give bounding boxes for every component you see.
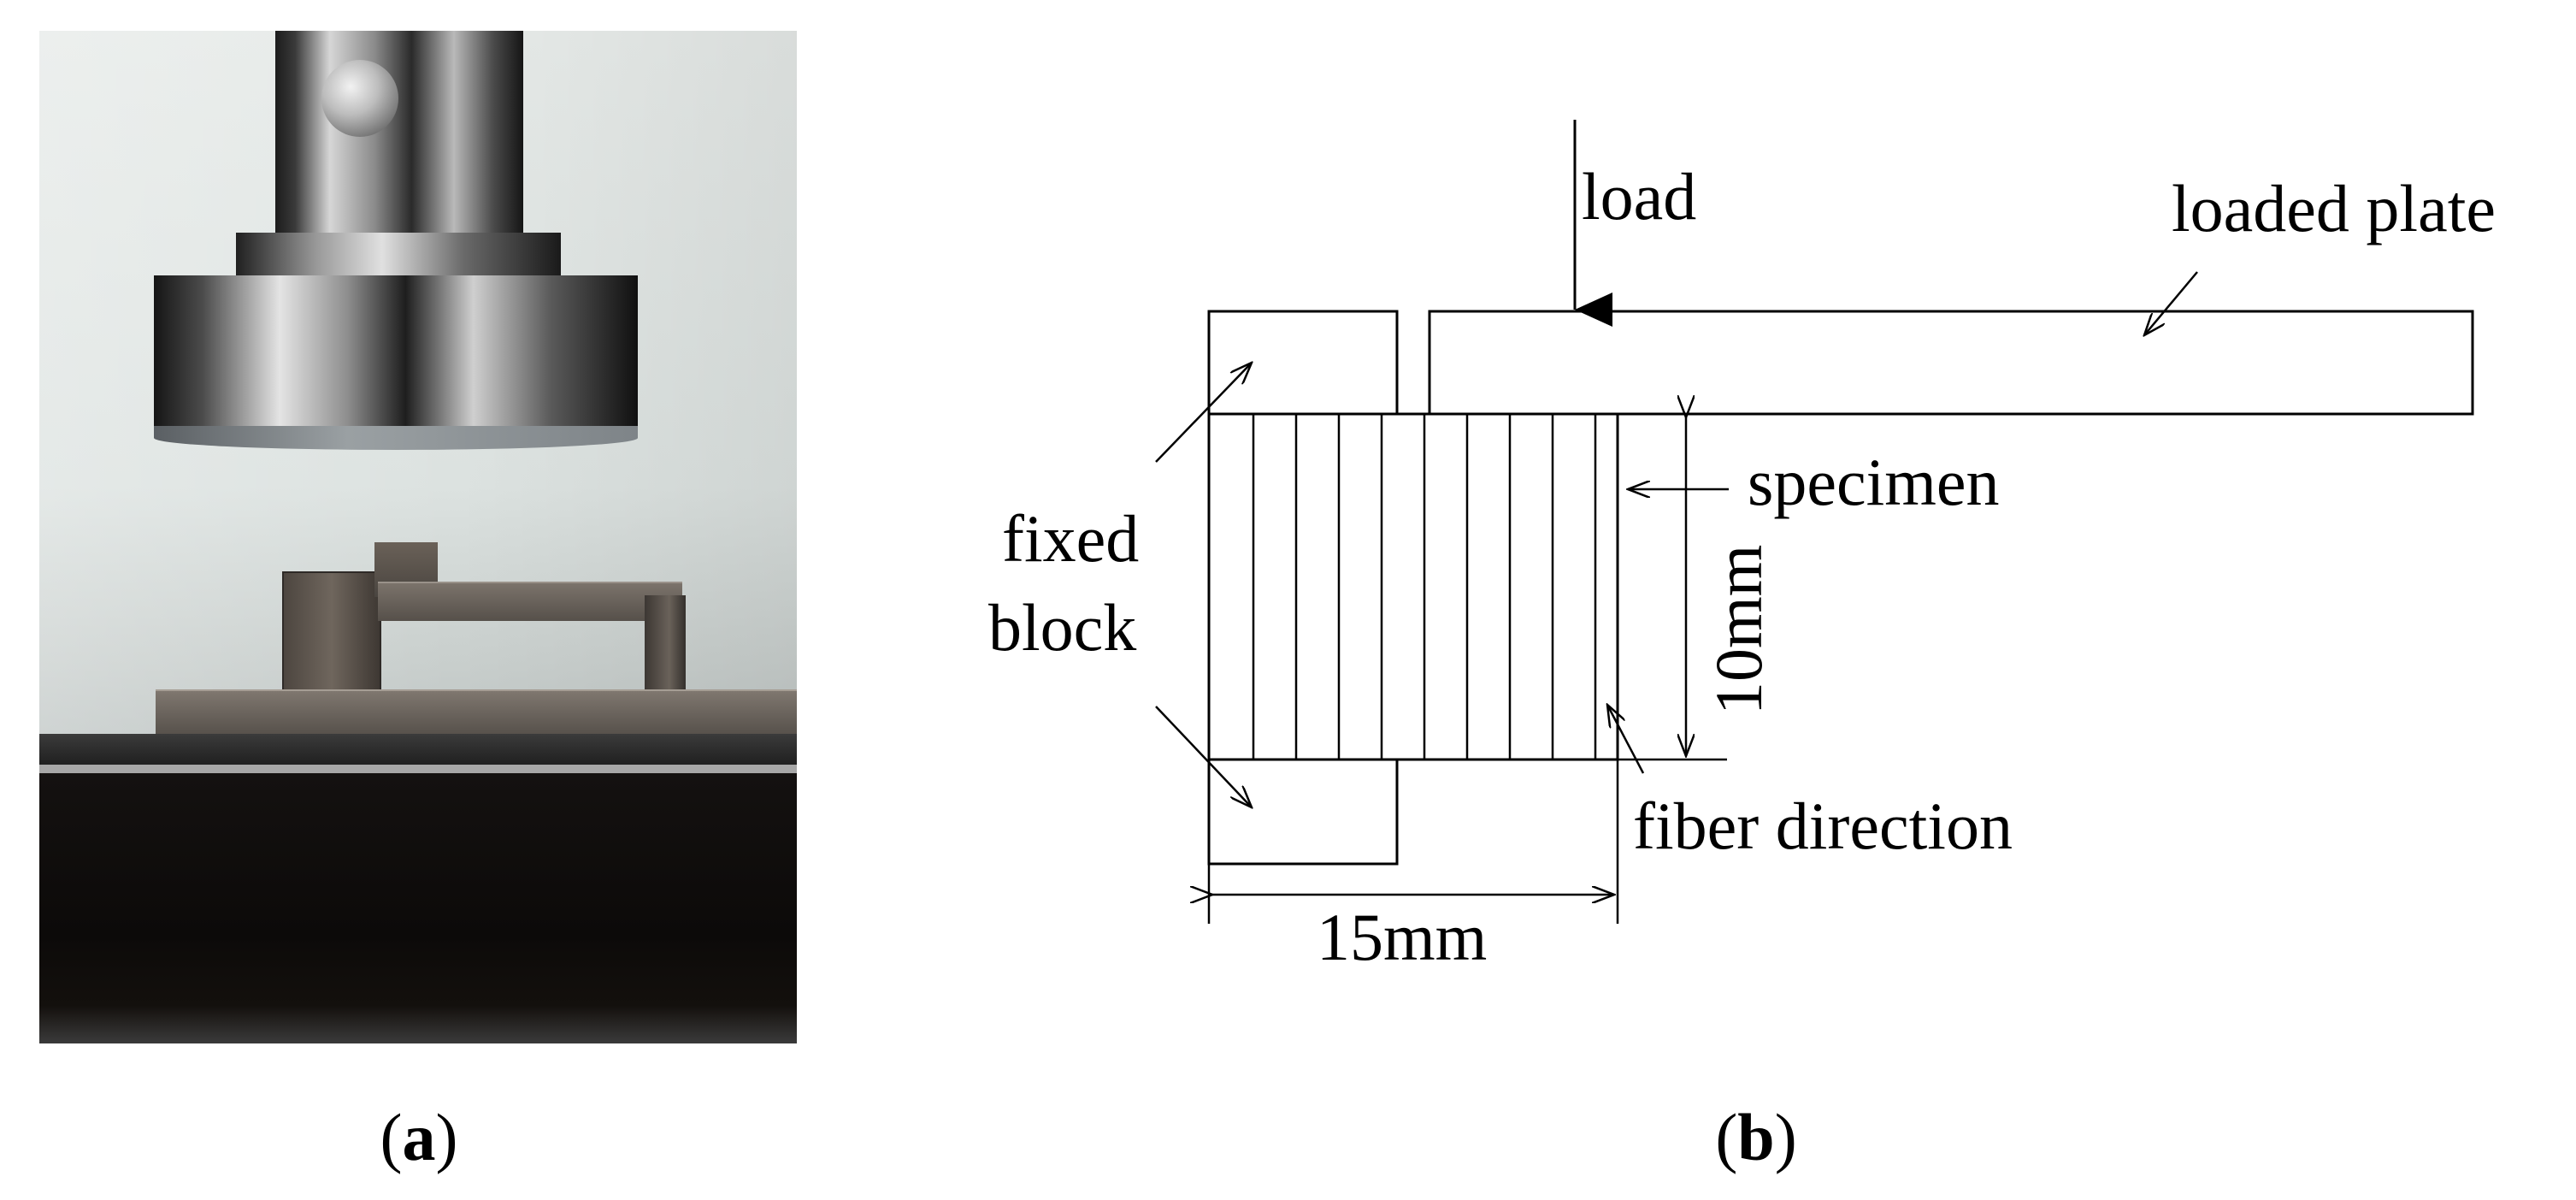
fixture-loaded-plate <box>378 582 682 621</box>
rod-bolt <box>321 60 398 137</box>
fiber-lines <box>1252 414 1597 760</box>
fixture-end-post <box>645 595 686 691</box>
loaded-plate-pointer <box>2144 271 2198 335</box>
machine-base <box>39 773 797 1043</box>
label-width-dimension: 15mm <box>1317 900 1487 974</box>
fixed-block-bottom <box>1207 758 1399 866</box>
label-fixed: fixed <box>1002 501 1139 576</box>
fixture-fixed-block <box>282 571 381 693</box>
machine-rail <box>39 734 797 768</box>
label-block: block <box>988 590 1136 665</box>
caption-panel-b: (b) <box>1715 1100 1797 1174</box>
label-fiber-direction: fiber direction <box>1633 789 2013 863</box>
loaded-plate <box>1428 310 2474 416</box>
platen-bottom-face <box>154 426 638 450</box>
label-height-dimension: 10mm <box>1701 545 1776 715</box>
fiber-direction-pointer <box>1607 705 1645 774</box>
fixed-block-top-pointer <box>1155 363 1252 463</box>
machine-base-shadow <box>39 1006 797 1043</box>
caption-panel-a: (a) <box>380 1100 458 1174</box>
test-setup-photo <box>39 31 797 1043</box>
fixed-block-top <box>1207 310 1399 416</box>
loading-rod <box>275 31 523 253</box>
label-loaded-plate: loaded plate <box>2172 171 2496 245</box>
fixed-block-bottom-pointer <box>1155 706 1252 807</box>
label-specimen: specimen <box>1748 445 2000 519</box>
label-load: load <box>1582 159 1696 233</box>
specimen-body <box>1207 412 1619 761</box>
machine-rail-edge <box>39 765 797 773</box>
